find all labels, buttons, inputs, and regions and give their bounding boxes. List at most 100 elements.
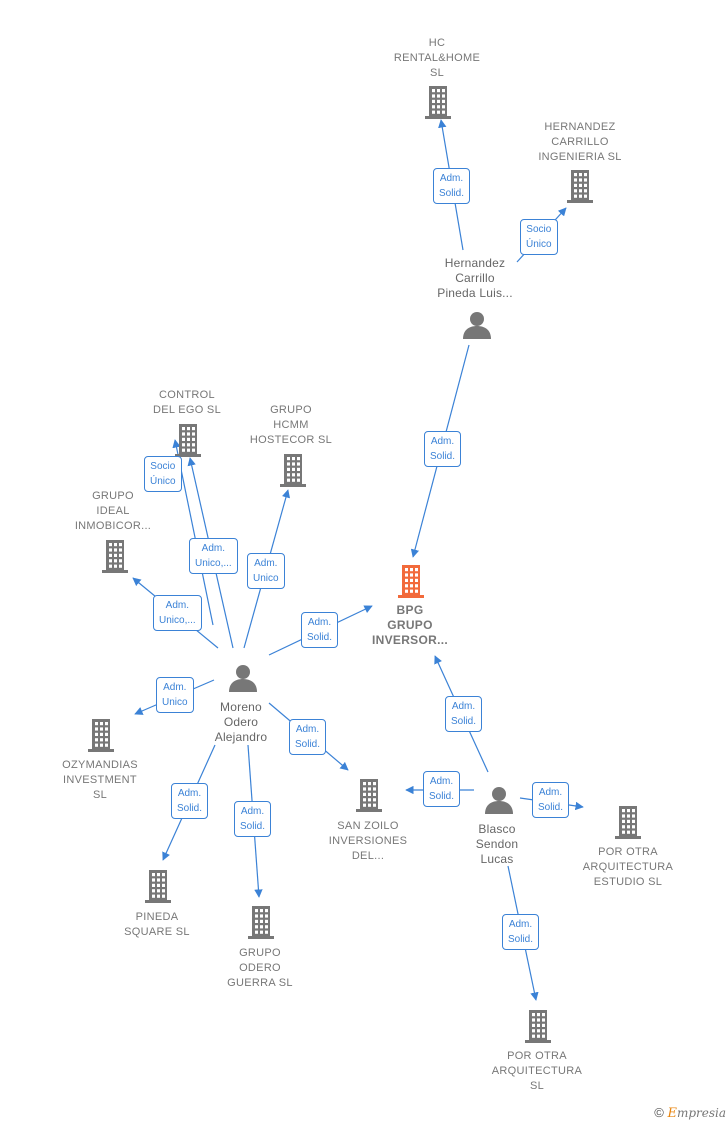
relation-badge[interactable]: Adm.Solid. [234,801,272,837]
relation-badge[interactable]: Adm.Solid. [423,771,461,807]
badge-line: Adm. [163,682,187,693]
company-label[interactable]: CONTROL DEL EGO SL [132,388,242,418]
company-label[interactable]: HERNANDEZ CARRILLO INGENIERIA SL [525,120,635,165]
company-node-icon[interactable] [395,563,427,604]
relation-badge[interactable]: Adm. Solid. [424,431,462,467]
badge-line: Único [150,476,176,487]
label-line: HCMM [273,419,309,431]
relation-badge[interactable]: Adm. Solid. [289,719,327,755]
person-node-icon[interactable] [484,785,514,820]
label-line: CARRILLO [551,136,609,148]
building-icon [567,170,593,203]
relation-badge[interactable]: Adm.Solid. [433,168,471,204]
label-line: GUERRA SL [227,977,293,989]
person-icon [229,665,257,692]
badge-line: Adm. [538,787,563,798]
company-node-icon[interactable] [522,1008,554,1049]
label-line: HERNANDEZ [544,121,616,133]
badge-line: Solid. [295,739,321,750]
company-node-icon[interactable] [353,777,385,818]
badge-line: Solid. [430,451,456,462]
label-line: Carrillo [455,271,495,285]
relation-badge[interactable]: Adm.Solid. [445,696,483,732]
badge-line: Adm. [295,724,320,735]
label-line: OZYMANDIAS [62,759,138,771]
label-line: ARQUITECTURA [491,1065,583,1077]
badge-line: Solid. [451,716,477,727]
company-label[interactable]: GRUPO HCMM HOSTECOR SL [236,403,346,448]
building-icon [175,424,201,457]
company-label[interactable]: POR OTRA ARQUITECTURA ESTUDIO SL [573,845,683,890]
label-line: POR OTRA [598,846,658,858]
relation-badge[interactable]: Adm.Solid. [502,914,540,950]
relation-badge[interactable]: Adm.Unico,... [189,538,238,574]
company-node-icon[interactable] [245,904,277,945]
label-line: GRUPO [92,490,134,502]
badge-line: Solid. [538,802,564,813]
building-icon [102,540,128,573]
relation-badge[interactable]: Adm.Unico [247,553,285,589]
label-line: INVERSIONES [328,835,408,847]
label-line: IDEAL [96,505,130,517]
label-line: DEL EGO SL [152,404,221,416]
label-line: PINEDA [135,911,179,923]
badge-line: Solid. [307,632,333,643]
badge-line: Solid. [240,821,266,832]
company-node-icon[interactable] [85,717,117,758]
company-node-icon[interactable] [422,84,454,125]
person-node-icon[interactable] [462,310,492,345]
label-line: POR OTRA [507,1050,567,1062]
label-line: Moreno [220,700,262,714]
person-node-icon[interactable] [228,663,258,698]
label-line: ARQUITECTURA [582,861,674,873]
label-line: INVESTMENT [63,774,137,786]
label-line: Blasco [478,822,516,836]
company-node-icon[interactable] [612,804,644,845]
company-node-icon[interactable] [564,168,596,209]
building-icon [398,565,424,598]
company-node-icon[interactable] [172,422,204,463]
label-line: Sendon [475,837,519,851]
label-line: HOSTECOR SL [249,434,333,446]
badge-line: Solid. [429,791,455,802]
relation-badge[interactable]: Adm.Solid. [171,783,209,819]
company-node-icon[interactable] [142,868,174,909]
relation-badge[interactable]: Adm.Unico,... [153,595,202,631]
label-line: ESTUDIO SL [593,876,663,888]
label-line: CONTROL [159,389,215,401]
building-icon [525,1010,551,1043]
badge-line: Unico,... [159,615,196,626]
building-icon [88,719,114,752]
badge-line: Solid. [508,934,534,945]
label-line: GRUPO [270,404,312,416]
brand-name: mpresia [676,1106,726,1120]
label-line: SAN ZOILO [337,820,399,832]
label-line: INGENIERIA SL [538,151,622,163]
badge-line: Adm. [430,436,455,447]
company-label[interactable]: OZYMANDIAS INVESTMENT SL [45,758,155,803]
company-node-icon[interactable] [277,452,309,493]
relation-badge[interactable]: Adm.Unico [156,677,194,713]
badge-line: Unico [253,573,279,584]
label-line: SL [92,789,108,801]
building-icon [615,806,641,839]
badge-line: Socio [526,224,552,235]
relation-badge[interactable]: Adm. Solid. [532,782,570,818]
label-line: SL [429,67,445,79]
badge-line: Socio [150,461,176,472]
relation-badge[interactable]: Adm.Solid. [301,612,339,648]
company-node-icon[interactable] [99,538,131,579]
